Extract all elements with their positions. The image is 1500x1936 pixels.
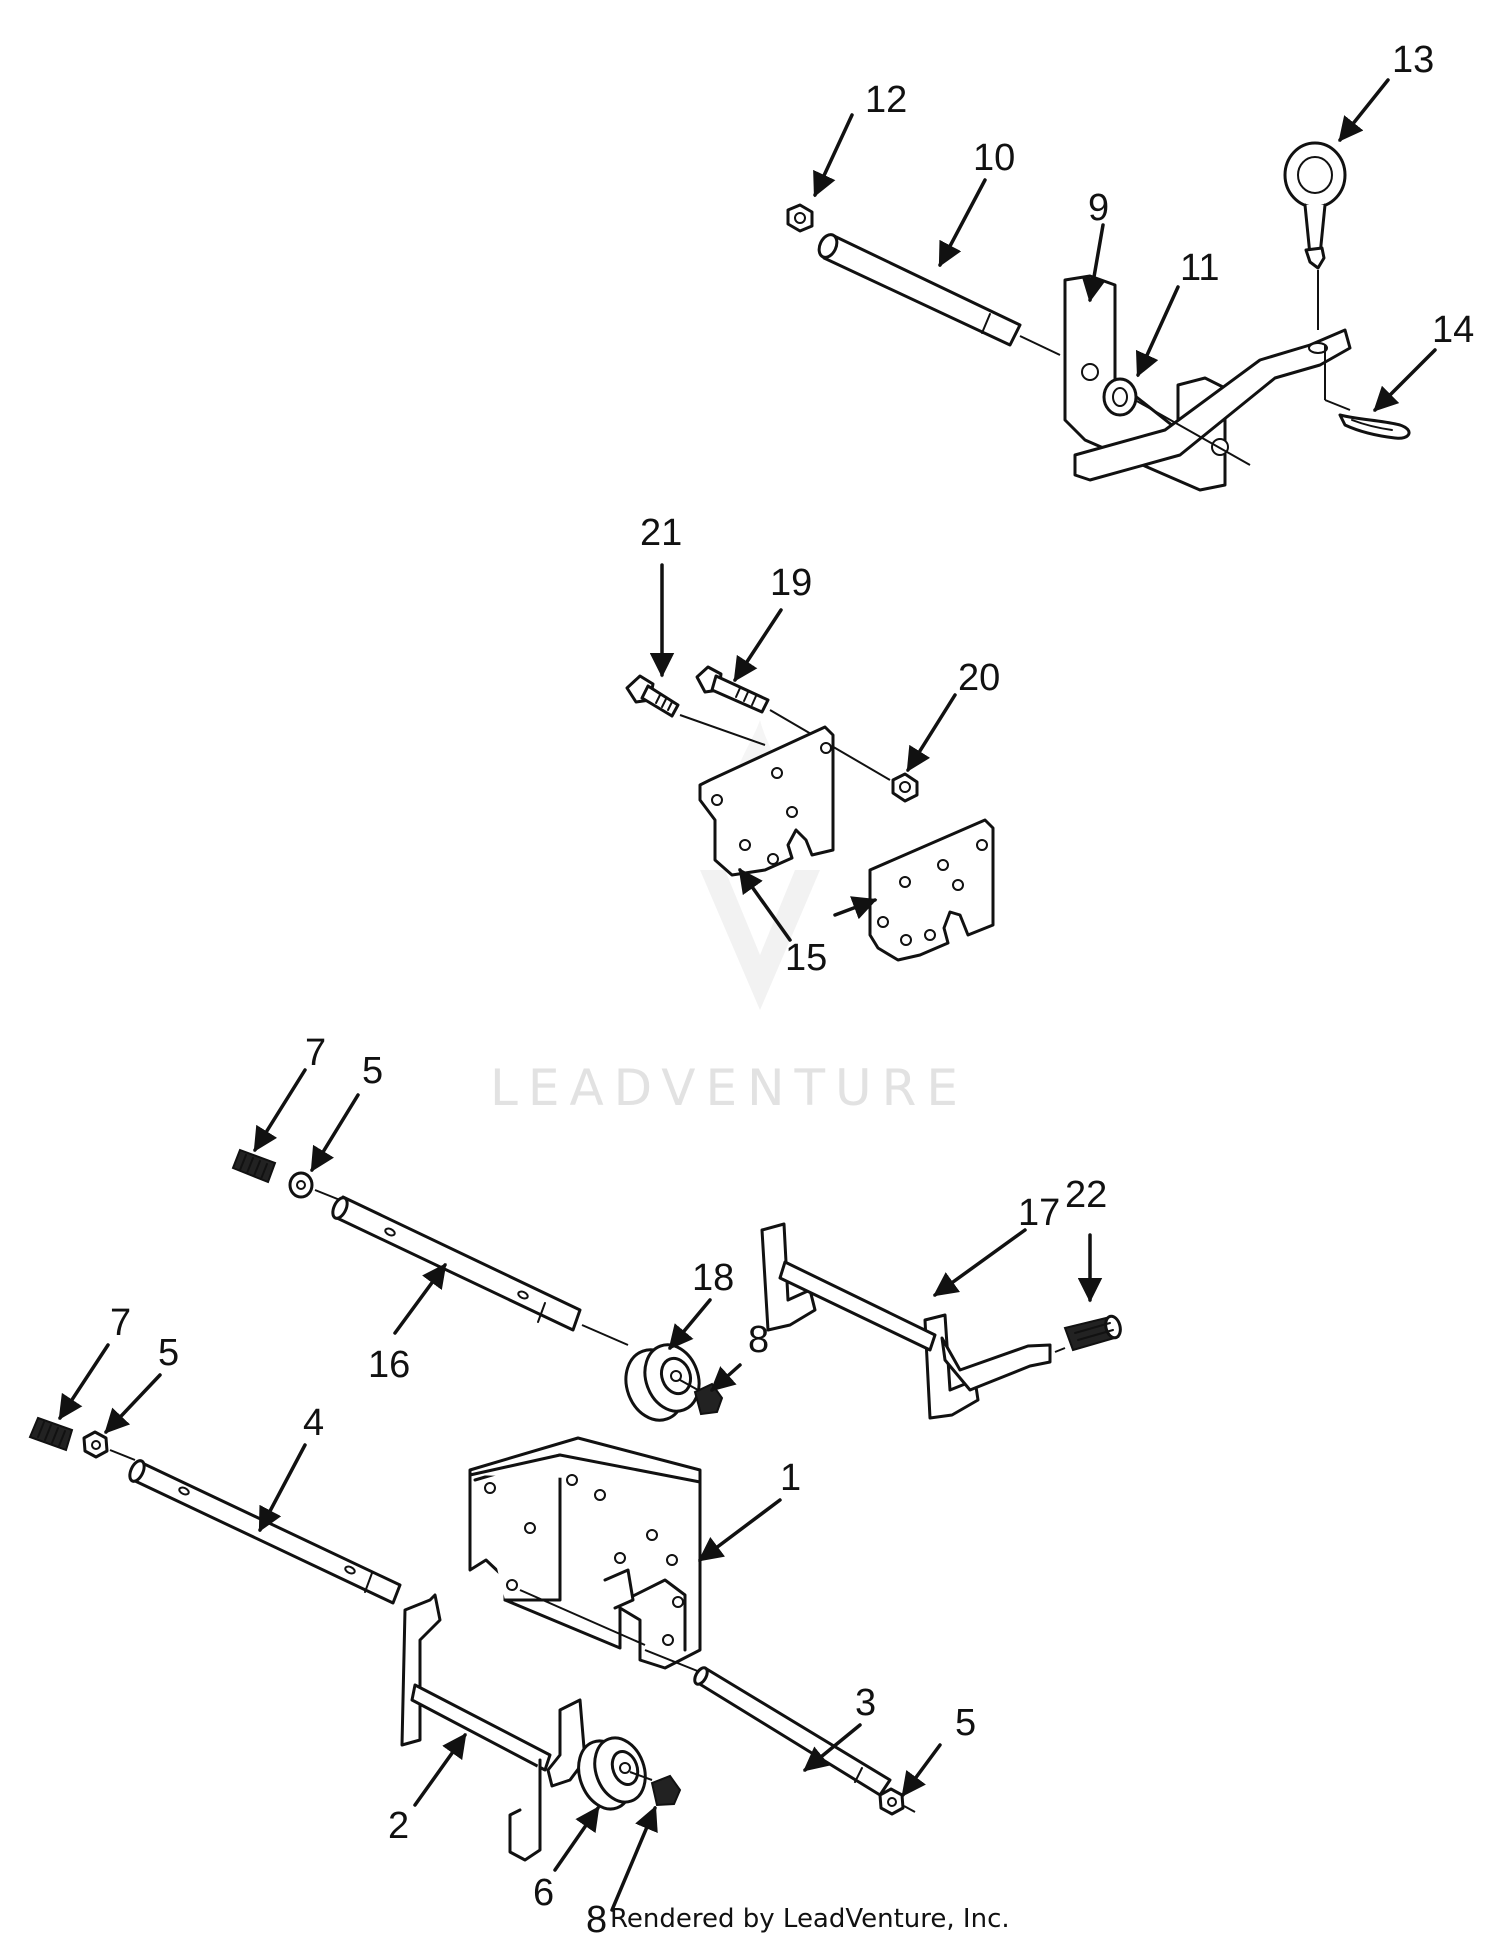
- mounting-plate-15-a: [698, 725, 835, 877]
- mounting-plate-15-b: [868, 818, 995, 962]
- callout-3: 3: [855, 1682, 876, 1724]
- callout-8-lower: 8: [586, 1899, 607, 1936]
- leader-arrows: [58, 78, 1437, 1912]
- bracket-17-left: [760, 1222, 817, 1332]
- spring-7-upper: [231, 1148, 277, 1184]
- callout-14: 14: [1432, 309, 1474, 351]
- callout-10: 10: [973, 137, 1015, 179]
- callout-16: 16: [368, 1344, 410, 1386]
- callout-1: 1: [780, 1457, 801, 1499]
- callout-22: 22: [1065, 1174, 1107, 1216]
- shaft-4: [131, 1460, 402, 1605]
- lever-bracket-2: [400, 1593, 442, 1747]
- callout-18: 18: [692, 1257, 734, 1299]
- callout-6: 6: [533, 1872, 554, 1914]
- spring-7-lower: [28, 1416, 74, 1452]
- callout-21: 21: [640, 512, 682, 554]
- lift-lever-assembly: [786, 141, 1411, 492]
- callout-5-upper: 5: [362, 1050, 383, 1092]
- callout-8-upper: 8: [748, 1319, 769, 1361]
- shaft-10: [822, 233, 1022, 347]
- callout-7-upper: 7: [305, 1032, 326, 1074]
- callout-13: 13: [1392, 39, 1434, 81]
- callout-5-lower: 5: [158, 1332, 179, 1374]
- callout-11: 11: [1180, 247, 1219, 289]
- callout-2: 2: [388, 1805, 409, 1847]
- shaft-16: [335, 1195, 582, 1332]
- mounting-plate-assembly: [625, 665, 995, 962]
- footer-credit: Rendered by LeadVenture, Inc.: [610, 1904, 1010, 1934]
- callout-19: 19: [770, 562, 812, 604]
- callout-20: 20: [958, 657, 1000, 699]
- callout-labels: 12 10 9 11 13 14 21 19 20 15 7 5 17 22 1…: [110, 39, 1474, 1936]
- upper-shaft-assembly: [231, 1148, 1122, 1422]
- watermark-text: LEADVENTURE: [490, 1059, 968, 1117]
- callout-15: 15: [785, 937, 827, 979]
- bracket-17-right: [923, 1313, 980, 1420]
- nut-8-lower: [650, 1774, 682, 1807]
- callout-7-lower: 7: [110, 1302, 131, 1344]
- callout-5-shaft3: 5: [955, 1702, 976, 1744]
- callout-17: 17: [1018, 1192, 1060, 1234]
- lower-shaft-assembly: [28, 1416, 916, 1862]
- bracket-17-tube: [778, 1260, 937, 1352]
- callout-4: 4: [303, 1402, 324, 1444]
- lever-arm: [1073, 328, 1352, 482]
- callout-12: 12: [865, 79, 907, 121]
- callout-9: 9: [1088, 187, 1109, 229]
